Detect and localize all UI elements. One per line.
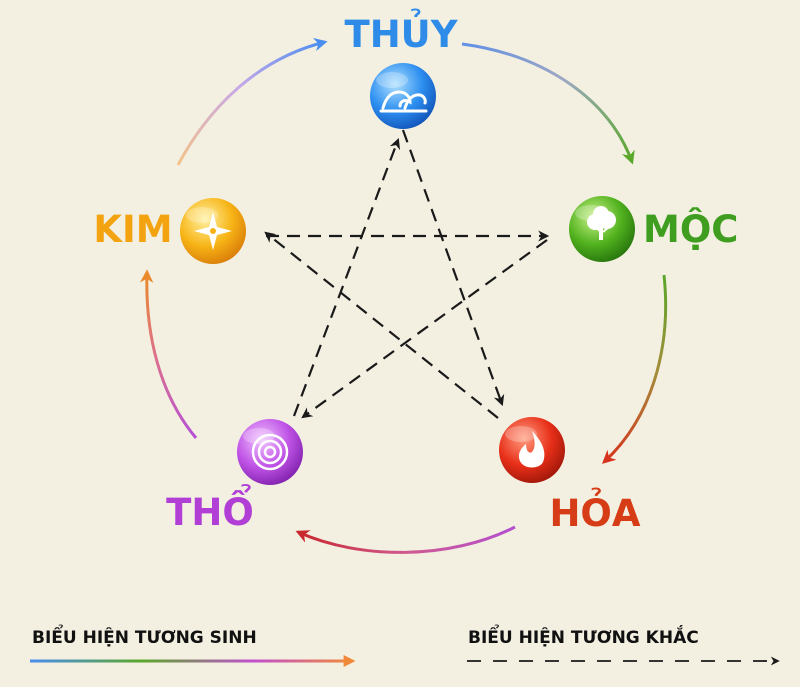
element-thuy: THỦY bbox=[344, 8, 459, 129]
thuy-orb bbox=[370, 63, 436, 129]
tho-orb bbox=[237, 419, 303, 485]
thuy-label: THỦY bbox=[344, 8, 458, 56]
arrow-hoa-to-kim bbox=[264, 231, 499, 419]
arrow-tho-to-kim bbox=[139, 269, 198, 439]
element-hoa: HỎA bbox=[499, 417, 641, 535]
controlling-cycle bbox=[264, 129, 550, 419]
arrow-moc-to-hoa bbox=[602, 274, 668, 464]
arrow-tho-to-thuy bbox=[292, 137, 401, 417]
moc-label: MỘC bbox=[643, 207, 738, 251]
tree-icon bbox=[587, 206, 616, 240]
kim-label: KIM bbox=[93, 208, 172, 251]
water-wave-icon bbox=[379, 90, 428, 113]
earth-circles-icon bbox=[251, 433, 289, 471]
tho-label: THỔ bbox=[166, 484, 254, 534]
arrow-thuy-to-moc bbox=[461, 42, 635, 165]
hoa-label: HỎA bbox=[549, 487, 640, 535]
fire-icon bbox=[518, 431, 545, 468]
legend-khac-label: BIỂU HIỆN TƯƠNG KHẮC bbox=[468, 623, 699, 648]
arrow-thuy-to-hoa bbox=[401, 129, 505, 407]
legend-generating: BIỂU HIỆN TƯƠNG SINH bbox=[30, 623, 356, 667]
legend-controlling: BIỂU HIỆN TƯƠNG KHẮC bbox=[467, 623, 780, 666]
arrow-kim-to-thuy bbox=[176, 38, 328, 166]
arrow-hoa-to-tho bbox=[295, 525, 516, 554]
element-moc: MỘC bbox=[569, 196, 738, 262]
legend-sinh-label: BIỂU HIỆN TƯƠNG SINH bbox=[32, 623, 257, 648]
element-tho: THỔ bbox=[166, 419, 303, 534]
hoa-orb bbox=[499, 417, 565, 483]
element-kim: KIM bbox=[93, 198, 246, 264]
arrow-moc-to-tho bbox=[301, 239, 548, 419]
generating-cycle bbox=[139, 38, 668, 554]
